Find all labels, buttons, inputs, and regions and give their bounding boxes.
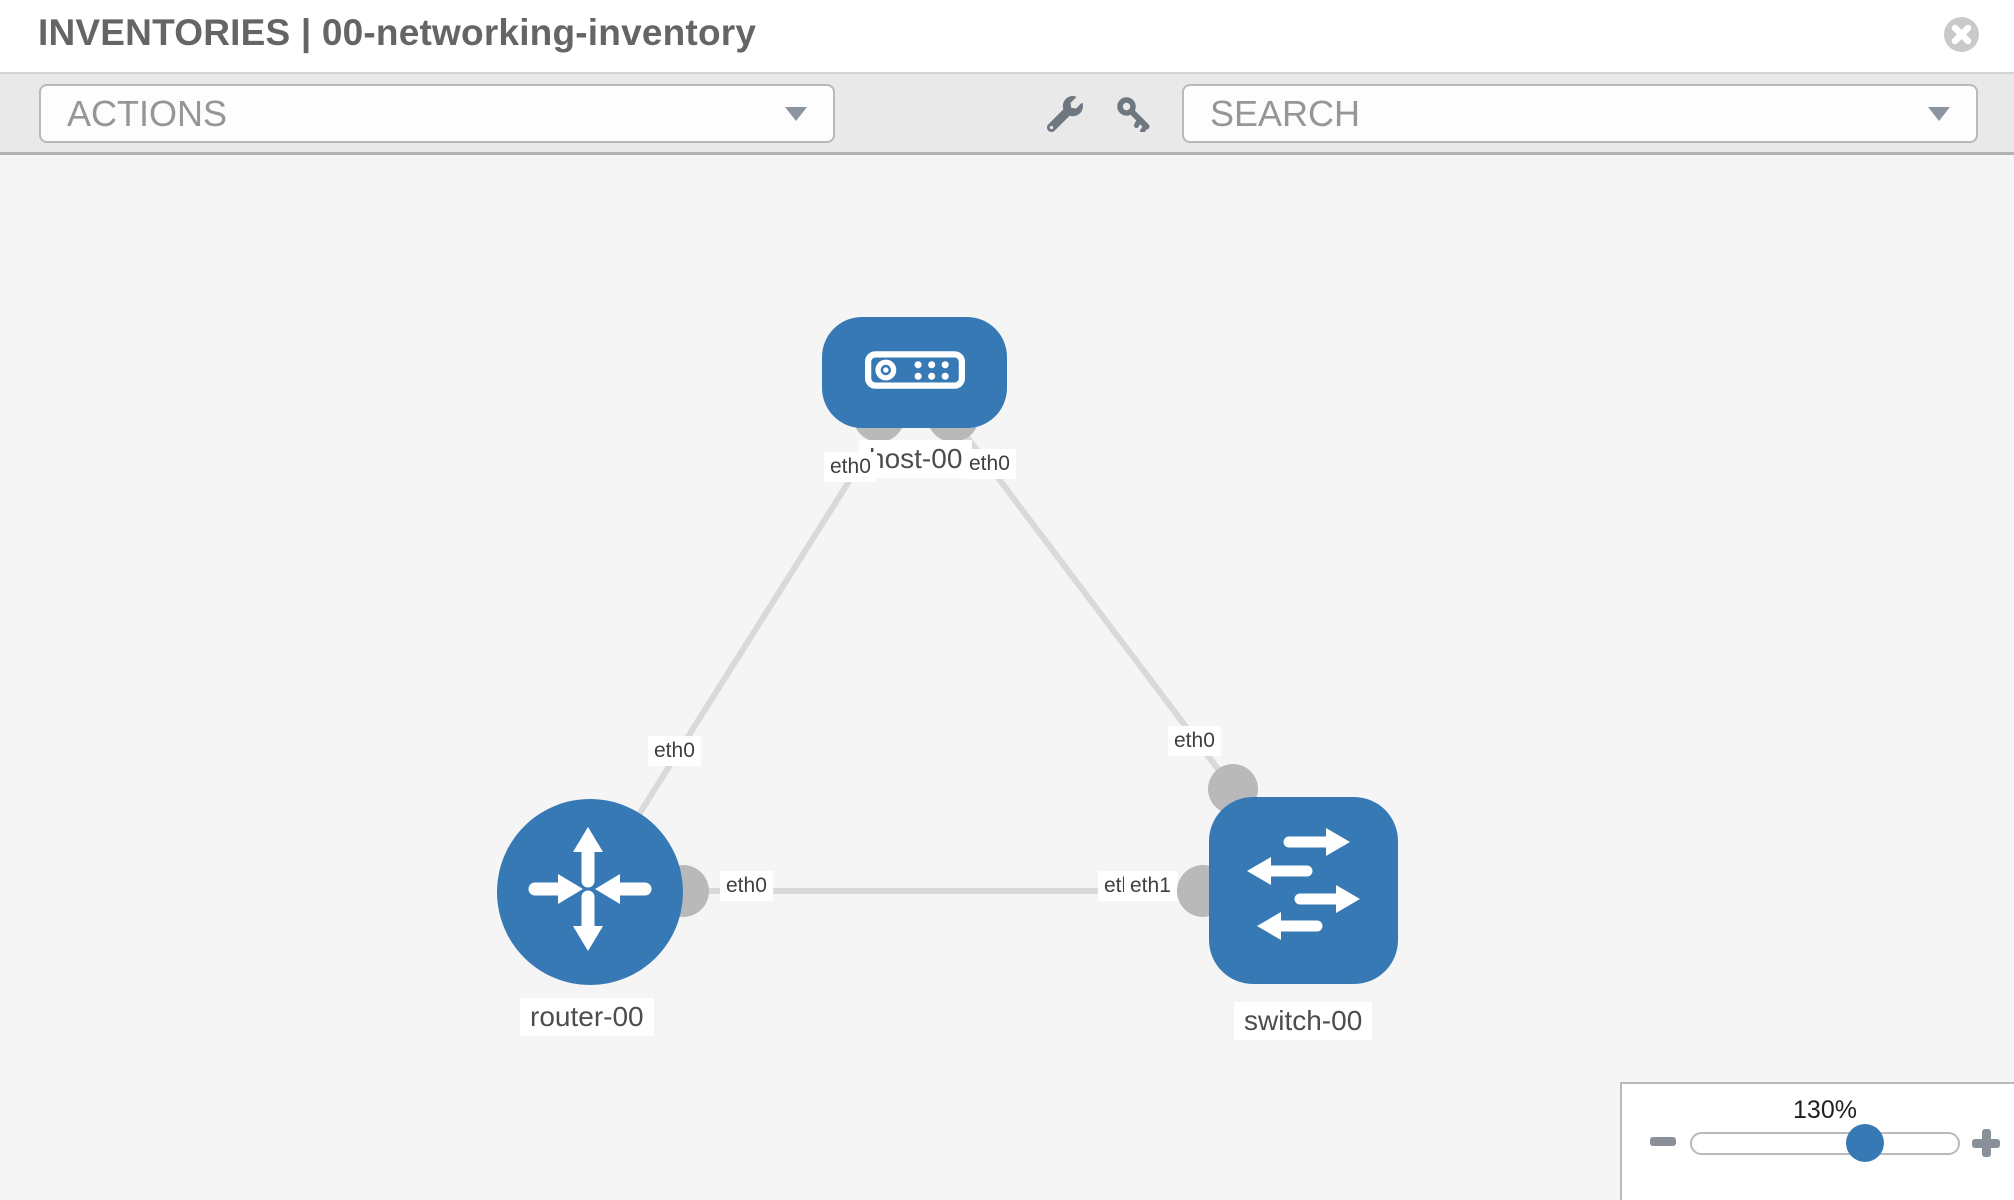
zoom-level-text: 130% [1793,1096,1857,1124]
search-dropdown[interactable]: SEARCH [1182,84,1978,143]
wrench-icon[interactable] [1046,96,1083,133]
node-label-switch-00: switch-00 [1234,1002,1373,1040]
page-title: INVENTORIES | 00-networking-inventory [38,12,757,53]
chevron-down-icon [785,106,807,121]
search-dropdown-label: SEARCH [1210,92,1361,134]
plus-icon [1982,1129,1991,1157]
chevron-down-icon [1928,106,1950,121]
close-icon[interactable] [1943,16,1980,53]
zoom-in-button[interactable] [1972,1129,2000,1157]
topology-canvas[interactable]: host-00 router-00 switch-00 eth0 eth0 et… [0,155,2014,1200]
toolbar: ACTIONS SEARCH [0,72,2014,155]
node-router-00[interactable] [497,799,683,985]
switch-arrows-icon [1209,795,1398,987]
iface-label-router-eth0-upper: eth0 [648,736,701,767]
iface-label-switch-eth0-upper: eth0 [1168,726,1221,757]
zoom-panel: 130% [1620,1082,2014,1200]
host-device-icon [864,350,965,395]
header: INVENTORIES | 00-networking-inventory [0,0,2014,72]
iface-label-host-eth0-left: eth0 [824,452,877,483]
key-icon[interactable] [1116,96,1152,134]
iface-label-switch-eth1: eth1 [1124,871,1177,902]
node-label-router-00: router-00 [520,998,654,1036]
zoom-slider-handle[interactable] [1846,1124,1884,1162]
links-layer [587,370,1303,917]
node-switch-00[interactable] [1209,797,1398,984]
actions-dropdown[interactable]: ACTIONS [39,84,835,143]
zoom-out-button[interactable] [1650,1137,1676,1146]
iface-label-router-eth0-horiz: eth0 [720,871,773,902]
actions-dropdown-label: ACTIONS [67,92,228,134]
iface-label-host-eth0-right: eth0 [963,449,1016,480]
zoom-slider-track[interactable] [1690,1132,1960,1155]
router-arrows-icon [497,797,683,988]
node-label-host-00: host-00 [859,440,973,478]
node-host-00[interactable] [822,317,1007,428]
